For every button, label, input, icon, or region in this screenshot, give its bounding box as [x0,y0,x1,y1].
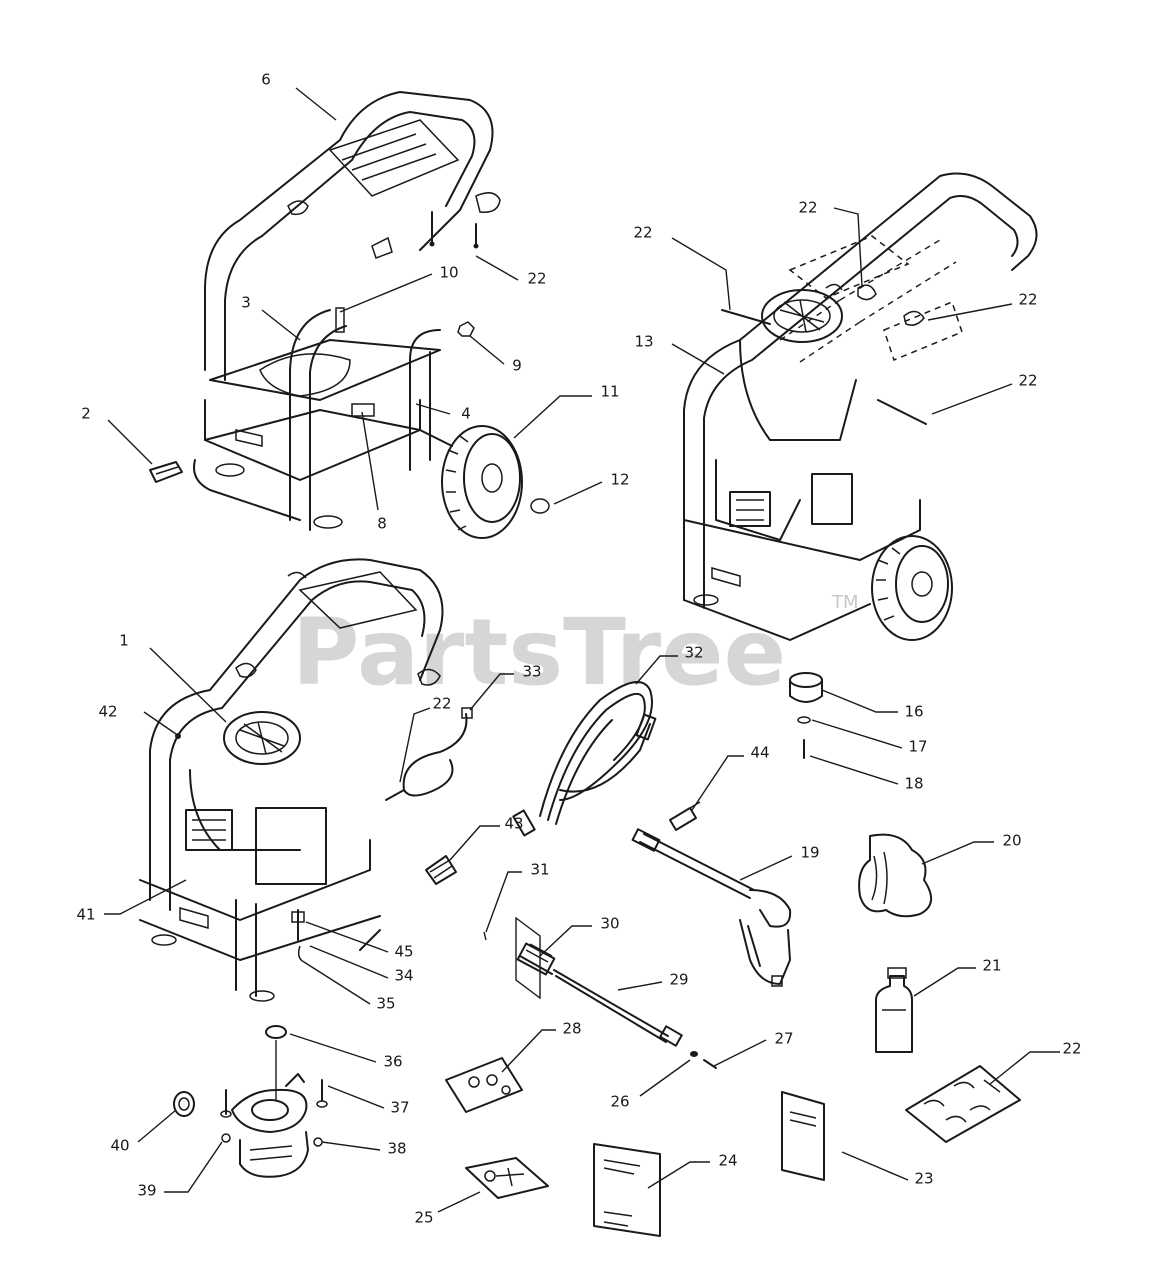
callout-c24: 24 [718,1152,737,1170]
callout-c22a: 22 [798,199,817,217]
accessories-drawing [445,833,1021,1237]
callout-c9: 9 [512,357,522,375]
watermark-text: PartsTree [292,599,786,706]
callout-c20: 20 [1002,832,1021,850]
callout-c16: 16 [904,703,923,721]
callout-c43: 43 [504,815,523,833]
callout-c34: 34 [394,967,413,985]
callout-c22e: 22 [527,270,546,288]
callout-c22d: 22 [1018,372,1037,390]
callout-labels: 1234689101112131617181920212222222222222… [76,71,1081,1227]
callout-c26: 26 [610,1093,629,1111]
callout-c4: 4 [461,405,471,423]
hose-parts-drawing [385,681,701,885]
leader-lines [104,87,1060,1213]
callout-c37: 37 [390,1099,409,1117]
callout-c29: 29 [669,971,688,989]
callout-c12: 12 [610,471,629,489]
callout-c25: 25 [414,1209,433,1227]
callout-c22c: 22 [1018,291,1037,309]
callout-c21: 21 [982,957,1001,975]
callout-c13: 13 [634,333,653,351]
wand-extension-drawing [515,916,717,1069]
callout-c19: 19 [800,844,819,862]
callout-c18: 18 [904,775,923,793]
callout-c27: 27 [774,1030,793,1048]
callout-c45: 45 [394,943,413,961]
frame-assembly-drawing [149,91,550,539]
callout-c3: 3 [241,294,251,312]
complete-unit-drawing [139,558,444,1002]
top-right-assembly-drawing [683,172,1038,759]
pump-assembly-drawing [173,1025,328,1178]
callout-c42: 42 [98,703,117,721]
callout-c30: 30 [600,915,619,933]
callout-c35: 35 [376,995,395,1013]
callout-c39: 39 [137,1182,156,1200]
callout-c17: 17 [908,738,927,756]
callout-c22b: 22 [633,224,652,242]
callout-c44: 44 [750,744,769,762]
callout-c22g: 22 [1062,1040,1081,1058]
callout-c28: 28 [562,1020,581,1038]
callout-c32: 32 [684,644,703,662]
callout-c31: 31 [530,861,549,879]
callout-c2: 2 [81,405,91,423]
callout-c22f: 22 [432,695,451,713]
callout-c6: 6 [261,71,271,89]
callout-c33: 33 [522,663,541,681]
watermark: PartsTree TM [292,592,859,706]
callout-c38: 38 [387,1140,406,1158]
callout-c41: 41 [76,906,95,924]
watermark-trademark: TM [831,592,859,613]
callout-c40: 40 [110,1137,129,1155]
spray-gun-drawing [483,828,792,987]
callout-c23: 23 [914,1170,933,1188]
callout-c8: 8 [377,515,387,533]
callout-c1: 1 [119,632,129,650]
callout-c36: 36 [383,1053,402,1071]
callout-c10: 10 [439,264,458,282]
callout-c11: 11 [600,383,619,401]
